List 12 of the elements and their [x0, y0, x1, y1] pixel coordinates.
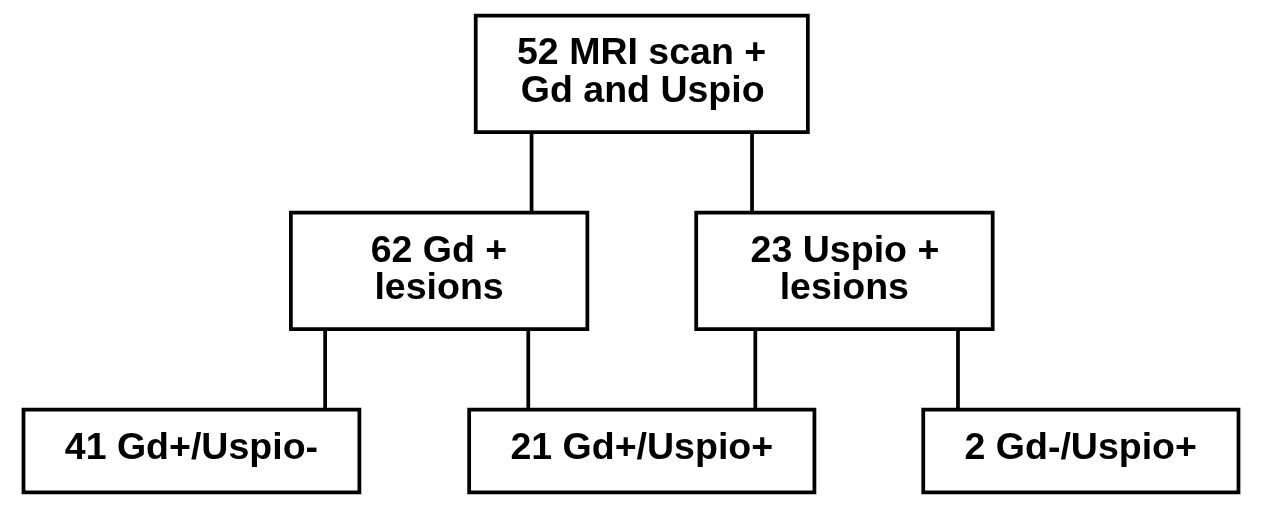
connector — [323, 329, 327, 410]
connector — [956, 329, 960, 410]
node-box: 52 MRI scan + Gd and Uspio — [473, 13, 810, 134]
connector — [526, 329, 531, 410]
node-box: 62 Gd + lesions — [289, 210, 590, 331]
node-box: 2 Gd-/Uspio+ — [921, 407, 1241, 495]
node-box: 41 Gd+/Uspio- — [21, 407, 362, 495]
connector — [753, 329, 758, 410]
connector — [750, 132, 754, 213]
node-box: 21 Gd+/Uspio+ — [467, 407, 817, 495]
node-box: 23 Uspio + lesions — [694, 210, 995, 331]
connector — [529, 132, 534, 213]
